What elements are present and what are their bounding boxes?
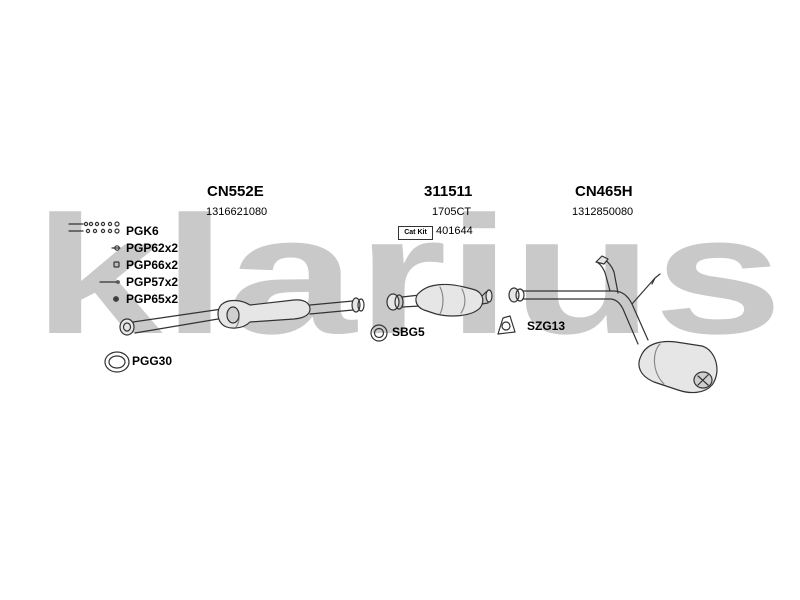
kit-label-pgp65: PGP65x2	[126, 292, 179, 306]
kit-label-pgp57: PGP57x2	[126, 275, 179, 289]
part-number-1316621080: 1316621080	[206, 206, 268, 218]
gasket-ring-icon	[104, 351, 130, 373]
part-number-1705ct: 1705CT	[432, 206, 472, 218]
front-pipe-cn552e	[119, 297, 365, 336]
bolt-icon	[68, 221, 120, 234]
clamp-icon	[111, 245, 121, 251]
clamp-icon	[113, 296, 119, 302]
kit-label-pgk6: PGK6	[126, 224, 159, 238]
cat-kit-badge: Cat Kit	[398, 226, 433, 240]
gasket-ring-icon	[370, 324, 388, 342]
rear-section-cn465h	[508, 255, 718, 394]
kit-label-pgp66: PGP66x2	[126, 258, 179, 272]
kit-label-pgp62: PGP62x2	[126, 241, 179, 255]
part-number-1312850080: 1312850080	[572, 206, 634, 218]
kit-label-sbg5: SBG5	[392, 325, 425, 339]
hanger-icon	[99, 280, 120, 284]
catalytic-converter-311511	[386, 283, 493, 317]
rubber-mount-icon	[113, 261, 120, 268]
kit-label-pgg30: PGG30	[132, 354, 173, 368]
flange-gasket-icon	[497, 315, 516, 335]
part-code-cn552e: CN552E	[207, 183, 264, 200]
kit-label-szg13: SZG13	[527, 319, 566, 333]
part-code-cn465h: CN465H	[575, 183, 633, 200]
part-code-311511: 311511	[424, 183, 473, 200]
cat-kit-number: 401644	[436, 225, 473, 237]
